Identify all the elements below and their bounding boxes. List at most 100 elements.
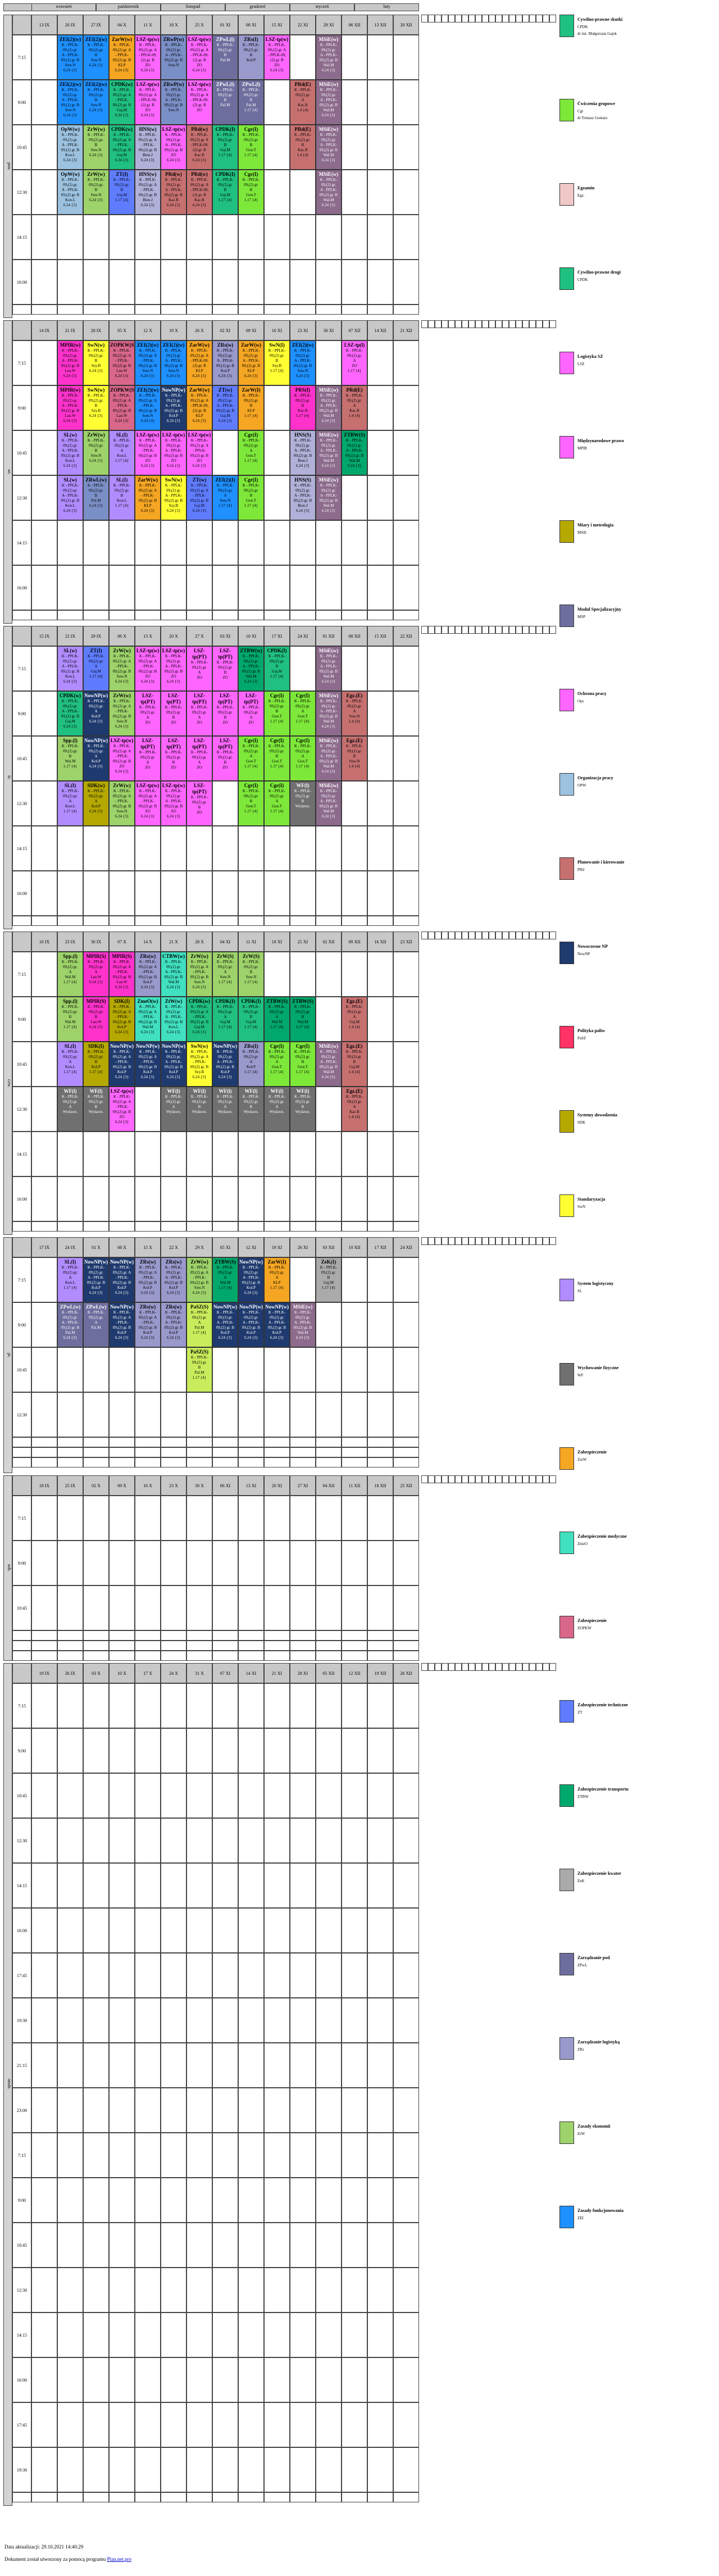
class-event[interactable]: CPDK(w)K - PPLK-09,(2) gr. A- PPLK-09,(2… [186, 997, 212, 1042]
class-event[interactable]: ZRs(w)K - PPLK-09,(2) gr. A- PPLK-09,(2)… [135, 1257, 161, 1302]
class-event[interactable]: PRd(w)K - PPLK-09,(2) gr.A - PPLK-09,(2)… [161, 170, 186, 215]
class-event[interactable]: ZOPKW(S)K - PPLK-09,(2) gr. A- PPLK-09,(… [109, 340, 135, 385]
class-event[interactable]: MSiE(w)K - PPLK-09,(2) gr.A - PPLK-09,(2… [316, 475, 342, 520]
class-event[interactable]: LSZ-tp(w)K - PPLK-09,(2) gr. A- PPLK-09,… [135, 781, 161, 826]
class-event[interactable]: MSiE(w)K - PPLK-09,(2) gr.A - PPLK-09,(2… [316, 736, 342, 781]
class-event[interactable]: MSiE(w)K - PPLK-09,(2) gr.A - PPLK-09,(2… [290, 1302, 316, 1347]
class-event[interactable]: OpW(w)K - PPLK-09,(2) gr.A - PPLK-09,(2)… [57, 170, 83, 215]
class-event[interactable]: ZEI(2)(w)K - PPLK-09,(2) gr.A - PPLK-09,… [57, 35, 83, 80]
class-event[interactable]: ZtW(w)K - PPLK-09,(2) gr.A - PPLK-09,(2)… [161, 997, 186, 1042]
class-event[interactable]: ZRs(w)K - PPLK-09,(2) gr.A - PPLK-09,(2)… [161, 1302, 186, 1347]
class-event[interactable]: LSZ-tp(w)K - PPLK-09,(2) gr. A- PPLK-09,… [135, 35, 161, 80]
class-event[interactable]: ZRs(w)K - PPLK-09,(2) gr.A - PPLK-09,(2)… [212, 340, 238, 385]
class-event[interactable]: NowNP(w)K - PPLK-09,(2) gr.A - PPLK-09,(… [83, 1257, 109, 1302]
class-event[interactable]: HNS(S)K - PPLK-09,(2) gr.A - PPLK-09,(2)… [290, 475, 316, 520]
class-event[interactable]: ZarW(w)K - PPLK-09,(2) gr. A- PPLK-09,(2… [135, 475, 161, 520]
class-event[interactable]: MSiE(w)K - PPLK-09,(2) gr.A - PPLK-09,(2… [316, 80, 342, 125]
class-event[interactable]: ZTBW(S)K - PPLK-09,(2) gr.A - PPLK-09,(2… [342, 430, 367, 475]
class-event[interactable]: PRd(w)K - PPLK-09,(2) gr. A- PPLK-09,(2)… [186, 125, 212, 170]
class-event[interactable]: ZrW(w)K - PPLK-09,(2) gr. A- PPLK-09,(2)… [109, 781, 135, 826]
class-event[interactable]: ZRwP(w)K - PPLK-09,(2) gr.A - PPLK-09,(2… [161, 80, 186, 125]
class-event[interactable]: SL(w)K - PPLK-09,(2) gr.A - PPLK-09,(2) … [57, 430, 83, 475]
class-event[interactable]: NowNP(w)K - PPLK-09,(2) gr.A - PPLK-09,(… [238, 1302, 264, 1347]
class-event[interactable]: NowNP(w)K - PPLK-09,(2) gr.A - PPLK-09,(… [212, 1042, 238, 1087]
class-event[interactable]: NowNP(w)K - PPLK-09,(2) gr. A- PPLK-09,(… [109, 1302, 135, 1347]
class-event[interactable]: MSiE(w)K - PPLK-09,(2) gr.A - PPLK-09,(2… [316, 35, 342, 80]
class-event[interactable]: ZarW(w)K - PPLK-09,(2) gr. A- PPLK-09,(2… [186, 385, 212, 430]
class-event[interactable]: ZRs(w)K - PPLK-09,(2) gr. A- PPLK-09,(2)… [135, 952, 161, 997]
class-event[interactable]: LSZ-tp(w)K - PPLK-09,(2) gr. A- PPLK-09,… [135, 646, 161, 691]
class-event[interactable]: SwN(w)K - PPLK-09,(2) gr.A - PPLK-09,(2)… [161, 475, 186, 520]
class-event[interactable]: LSZ-tp(w)K - PPLK-09,(2) gr. A- PPLK-09,… [186, 80, 212, 125]
class-event[interactable]: LSZ-tp(w)K - PPLK-09,(2) gr. A- PPLK-09,… [264, 35, 290, 80]
class-event[interactable]: CPDK(w)K - PPLK-09,(2) gr. A- PPLK-09,(2… [109, 125, 135, 170]
class-event[interactable]: ZrW(w)K - PPLK-09,(2) gr. A- PPLK-09,(2)… [109, 691, 135, 736]
class-event[interactable]: LSZ-tp(w)K - PPLK-09,(2) gr.A - PPLK-09,… [161, 646, 186, 691]
class-event[interactable]: ZEI(2)(w)K - PPLK-09,(2) gr. A- PPLK-09,… [135, 385, 161, 430]
class-event[interactable]: MPIR(w)K - PPLK-09,(2) gr.A - PPLK-09,(2… [57, 385, 83, 430]
class-event[interactable]: HNS(w)K - PPLK-09,(2) gr. A- PPLK-09,(2)… [135, 170, 161, 215]
class-event[interactable]: NowNP(w)K - PPLK-09,(2) gr. A- PPLK-09,(… [135, 1042, 161, 1087]
class-event[interactable]: ZRs(w)K - PPLK-09,(2) gr. A- PPLK-09,(2)… [135, 1302, 161, 1347]
class-event[interactable]: NowNP(w)K - PPLK-09,(2) gr.A - PPLK-09,(… [212, 1302, 238, 1347]
class-event[interactable]: LSZ-tp(w)K - PPLK-09,(2) gr. A- PPLK-09,… [186, 35, 212, 80]
class-event[interactable]: ZOPKW(S)K - PPLK-09,(2) gr. A- PPLK-09,(… [109, 385, 135, 430]
class-event[interactable]: ZmeO(w)K - PPLK-09,(2) gr. A- PPLK-09,(2… [135, 997, 161, 1042]
class-event[interactable]: ZTBW(w)K - PPLK-09,(2) gr.A - PPLK-09,(2… [238, 646, 264, 691]
class-event[interactable]: LSZ-tp(w)K - PPLK-09,(2) gr. A- PPLK-09,… [135, 430, 161, 475]
class-event[interactable]: LSZ-tp(w)K - PPLK-09,(2) gr. A- PPLK-09,… [109, 736, 135, 781]
class-event[interactable]: CTBW(w)K - PPLK-09,(2) gr.A - PPLK-09,(2… [161, 952, 186, 997]
class-event[interactable]: ZarW(w)K - PPLK-09,(2) gr. A- PPLK-09,(2… [109, 35, 135, 80]
class-event[interactable]: MSiE(w)K - PPLK-09,(2) gr.A - PPLK-09,(2… [316, 430, 342, 475]
class-event[interactable]: NowNP(w)K - PPLK-09,(2) gr.A - PPLK-09,(… [264, 1302, 290, 1347]
